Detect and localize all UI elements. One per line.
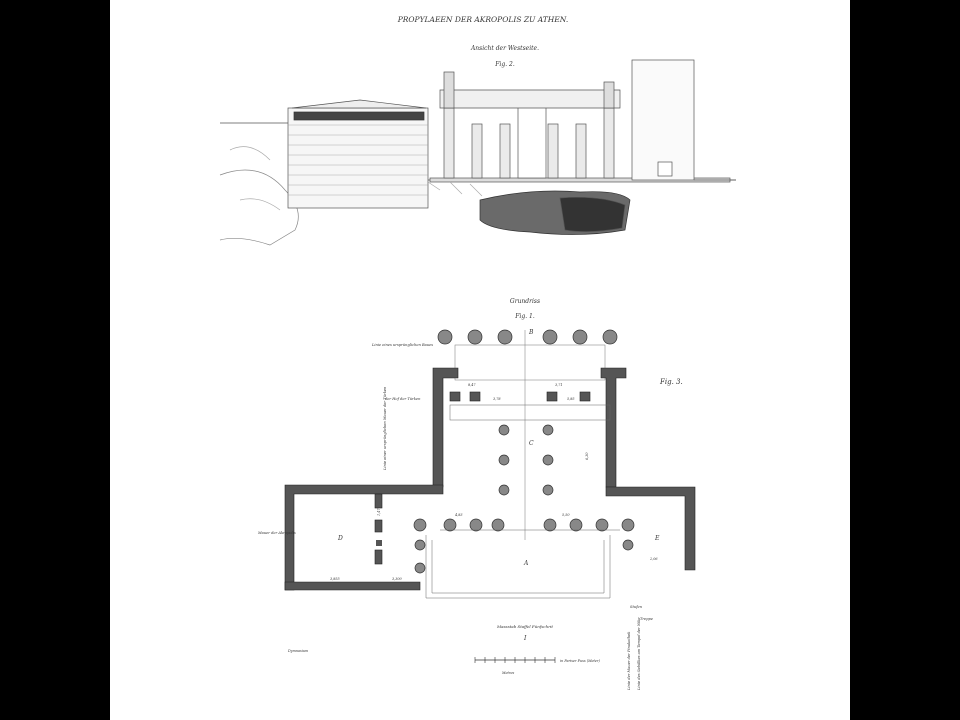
plan-note-2: der Hof der Türken <box>385 397 421 401</box>
plan-note-3: Linie einer ursprünglichen Mauer der Tür… <box>383 386 387 471</box>
dim-1: 8,47 <box>468 383 476 387</box>
elevation-fig-label: Fig. 2. <box>494 61 515 68</box>
room-letter-e: E <box>654 535 660 542</box>
fig3-label: Fig. 3. <box>659 378 683 386</box>
drawing-sheet: PROPYLAEEN DER AKROPOLIS ZU ATHEN. Ansic… <box>110 0 850 720</box>
dim-9: 3,300 <box>392 577 403 581</box>
dim-8: 3,855 <box>330 577 340 581</box>
plan-fig-label: Fig. 1. <box>514 313 535 320</box>
dim-10: 1,47 <box>377 508 381 516</box>
dim-5: 6,30 <box>585 452 589 460</box>
room-letter-b: B <box>528 329 534 336</box>
room-letter-i: I <box>523 635 527 642</box>
plan-note-8: Linie des Gebälkes am Tempel der Nike <box>637 617 641 691</box>
architectural-drawing: PROPYLAEEN DER AKROPOLIS ZU ATHEN. Ansic… <box>219 15 736 691</box>
scale-label: Massstab Staffel Fünfschrit <box>496 624 553 629</box>
elevation-caption: Ansicht der Westseite. <box>470 45 539 52</box>
scale-left-label: Dymnasium <box>287 649 308 653</box>
dim-2: 3,71 <box>555 383 563 387</box>
plan-note-6: Treppe <box>640 617 653 621</box>
scale-right-label: in Pariser Fuss (Meter) <box>560 659 601 663</box>
room-letter-a: A <box>523 560 529 567</box>
inner-colonnade <box>498 424 554 496</box>
dim-3: 3,78 <box>493 397 501 401</box>
east-colonnade <box>413 518 635 574</box>
plan-note-1: Linie eines ursprünglichen Baues <box>371 343 433 347</box>
sheet-title: PROPYLAEEN DER AKROPOLIS ZU ATHEN. <box>397 15 569 24</box>
dim-11: 2,06 <box>649 557 658 561</box>
room-letter-c: C <box>529 440 534 447</box>
ground-plan: B C D E A I Linie eines ursprünglichen B… <box>257 329 696 691</box>
plan-note-4: Mauer der Akropolis <box>257 531 296 535</box>
plan-note-5: Stufen <box>630 605 643 609</box>
plan-caption: Grundriss <box>510 298 540 305</box>
room-letter-d: D <box>337 535 343 542</box>
west-colonnade <box>437 329 618 345</box>
dim-7: 5,50 <box>562 513 570 517</box>
west-elevation <box>219 59 736 246</box>
dim-4: 5,85 <box>567 397 575 401</box>
dim-6: 4,83 <box>454 513 463 517</box>
plan-note-7: Linie der Mauer der Pinakothek <box>627 632 631 691</box>
scale-unit: Metres <box>501 671 514 675</box>
